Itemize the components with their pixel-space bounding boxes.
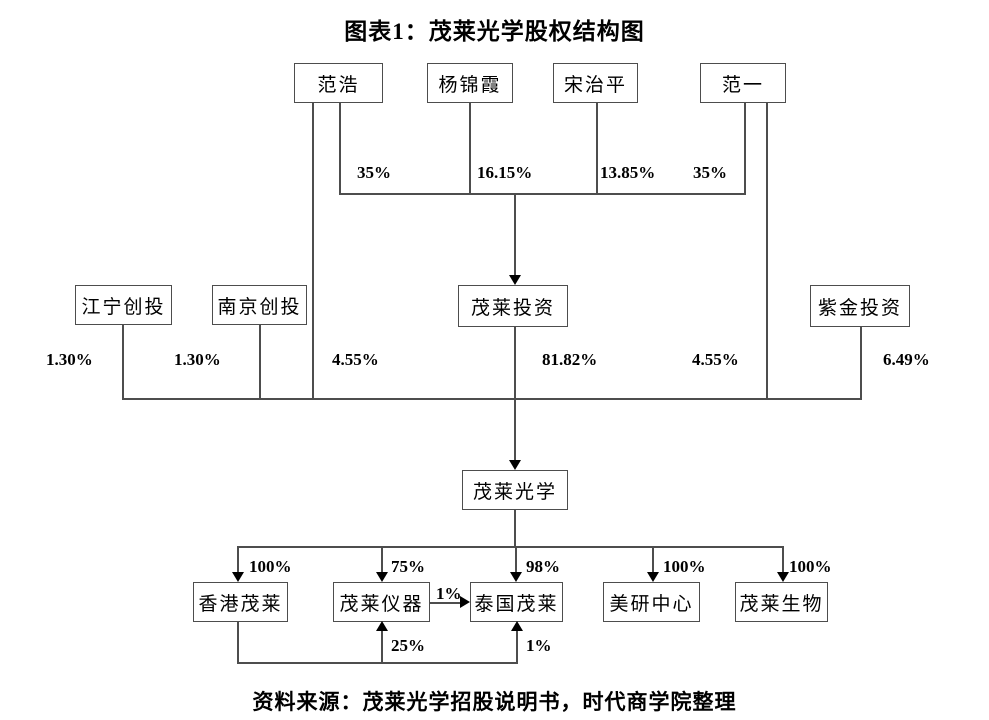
bus-hk-holdings	[237, 662, 518, 664]
label-fanyi-to-investment: 35%	[693, 163, 727, 182]
edge-nanjing-line	[259, 325, 261, 399]
source-note: 资料来源：茂莱光学招股说明书，时代商学院整理	[252, 690, 737, 714]
arrowhead-into-maolai-optics	[509, 460, 521, 470]
edge-hk-down	[237, 622, 239, 663]
edge-to-bio	[782, 546, 784, 573]
edge-to-usrd	[652, 546, 654, 573]
arrowhead-into-thailand	[510, 572, 522, 582]
edge-bus1-drop	[514, 193, 516, 276]
label-investment-to-optics: 81.82%	[542, 350, 598, 369]
node-hk-maolai: 香港茂莱	[193, 582, 288, 622]
bus-founders-to-investment	[339, 193, 746, 195]
edge-hk-to-thailand	[516, 630, 518, 663]
label-optics-to-bio: 100%	[789, 557, 832, 576]
edge-fanyi-invest-line	[744, 103, 746, 194]
edge-hk-to-instrument	[381, 630, 383, 663]
arrowhead-into-bio	[777, 572, 789, 582]
edge-to-thailand	[515, 546, 517, 573]
arrowhead-hk-into-thailand	[511, 621, 523, 631]
label-fanhao-to-investment: 35%	[357, 163, 391, 182]
arrowhead-into-maolai-investment	[509, 275, 521, 285]
node-maolai-instrument: 茂莱仪器	[333, 582, 430, 622]
edge-jiangning-line	[122, 325, 124, 399]
edge-to-instrument	[381, 546, 383, 573]
edge-to-hk	[237, 546, 239, 573]
edge-yang-invest-line	[469, 103, 471, 194]
label-song-to-investment: 13.85%	[600, 163, 656, 182]
label-instrument-to-thailand: 1%	[436, 584, 462, 603]
node-yang-jinxia: 杨锦霞	[427, 63, 513, 103]
label-zijin-to-optics: 6.49%	[883, 350, 930, 369]
edge-investment-to-optics	[514, 327, 516, 460]
edge-instrument-to-thailand	[430, 602, 461, 604]
label-nanjing-to-optics: 1.30%	[174, 350, 221, 369]
node-jiangning-vc: 江宁创投	[75, 285, 172, 325]
label-optics-to-hk: 100%	[249, 557, 292, 576]
chart-title: 图表1：茂莱光学股权结构图	[344, 19, 645, 44]
node-zijin-investment: 紫金投资	[810, 285, 910, 327]
edge-fanyi-direct-line	[766, 103, 768, 399]
bus-subsidiaries	[237, 546, 783, 548]
edge-optics-drop	[514, 510, 516, 547]
node-thailand-maolai: 泰国茂莱	[470, 582, 563, 622]
bus-shareholders-to-optics	[122, 398, 862, 400]
arrowhead-into-hk	[232, 572, 244, 582]
label-jiangning-to-optics: 1.30%	[46, 350, 93, 369]
edge-song-invest-line	[596, 103, 598, 194]
label-yang-to-investment: 16.15%	[477, 163, 533, 182]
label-optics-to-instrument: 75%	[391, 557, 425, 576]
arrowhead-hk-into-instrument	[376, 621, 388, 631]
node-us-rd-center: 美研中心	[603, 582, 700, 622]
label-fanyi-to-optics: 4.55%	[692, 350, 739, 369]
node-nanjing-vc: 南京创投	[212, 285, 307, 325]
label-hk-to-instrument: 25%	[391, 636, 425, 655]
arrowhead-instrument-to-thailand	[460, 596, 470, 608]
arrowhead-into-instrument	[376, 572, 388, 582]
node-maolai-bio: 茂莱生物	[735, 582, 828, 622]
node-song-zhiping: 宋治平	[553, 63, 638, 103]
node-fan-yi: 范一	[700, 63, 786, 103]
node-maolai-optics: 茂莱光学	[462, 470, 568, 510]
label-optics-to-thailand: 98%	[526, 557, 560, 576]
node-maolai-investment: 茂莱投资	[458, 285, 568, 327]
edge-zijin-line	[860, 327, 862, 399]
arrowhead-into-usrd	[647, 572, 659, 582]
label-hk-to-thailand: 1%	[526, 636, 552, 655]
node-fan-hao: 范浩	[294, 63, 383, 103]
label-fanhao-to-optics: 4.55%	[332, 350, 379, 369]
label-optics-to-usrd: 100%	[663, 557, 706, 576]
edge-fanhao-invest-line	[339, 103, 341, 194]
edge-fanhao-direct-line	[312, 103, 314, 399]
